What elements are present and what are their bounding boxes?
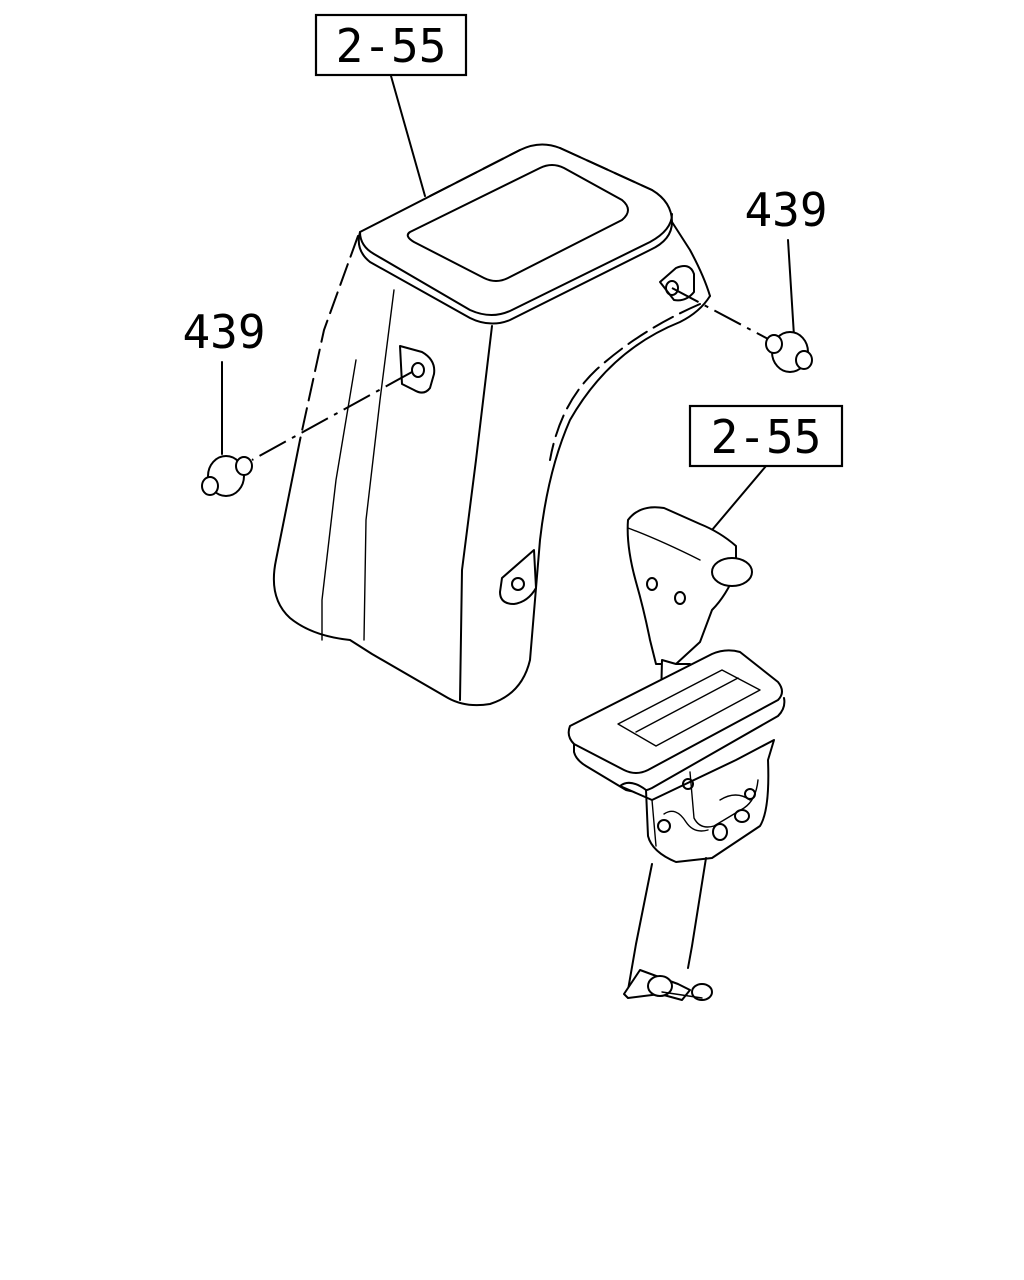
shift-lever-assembly <box>567 506 786 1001</box>
part-label-right[interactable]: 439 <box>744 183 828 337</box>
part-label-right-text: 439 <box>744 183 827 237</box>
part-label-left-text: 439 <box>182 305 265 359</box>
clip-fastener-right <box>671 287 813 373</box>
console-cover <box>272 143 711 707</box>
callout-upper-text: 2-55 <box>336 19 447 73</box>
callout-upper[interactable]: 2-55 <box>314 13 468 197</box>
callout-lower[interactable]: 2-55 <box>688 404 844 531</box>
part-label-left[interactable]: 439 <box>182 305 266 455</box>
clip-fastener-left <box>201 371 413 497</box>
callout-lower-text: 2-55 <box>711 410 822 464</box>
